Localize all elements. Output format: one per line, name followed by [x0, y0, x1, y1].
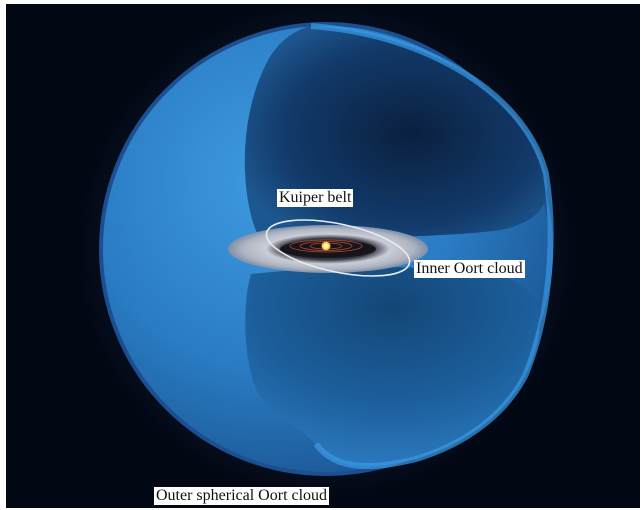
- oort-cloud-illustration: [6, 4, 640, 508]
- outer-oort-cloud-label: Outer spherical Oort cloud: [154, 487, 329, 505]
- space-background: [6, 4, 640, 508]
- sun: [322, 242, 331, 251]
- inner-oort-cloud-label: Inner Oort cloud: [414, 260, 525, 278]
- upper-cavity: [245, 26, 547, 242]
- kuiper-belt-label: Kuiper belt: [277, 189, 353, 207]
